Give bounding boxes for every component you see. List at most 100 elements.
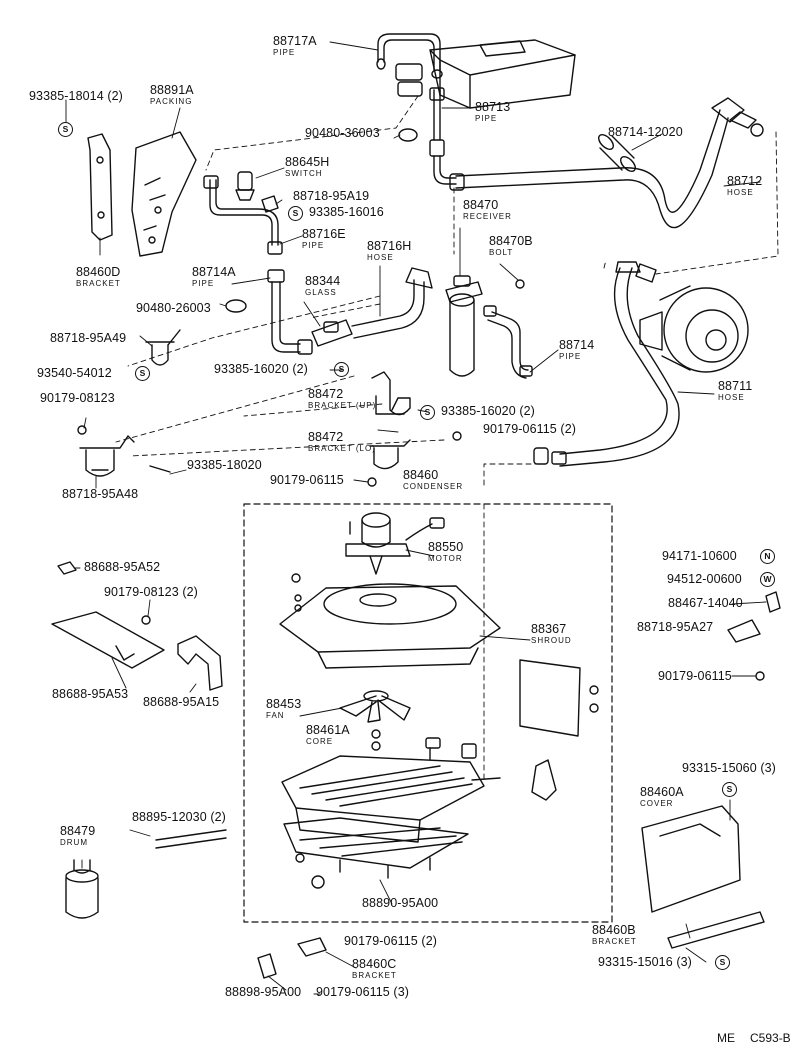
part-number: 88712: [727, 174, 763, 188]
label-88714: 88714 PIPE: [559, 338, 594, 362]
part-number: 88717A: [273, 34, 317, 48]
part-number: 90179-06115 (2): [483, 422, 577, 436]
bolt-88470b: [515, 279, 525, 289]
part-number: 88716H: [367, 239, 412, 253]
label-88891a: 88891A PACKING: [150, 83, 194, 107]
label-88367: 88367 SHROUD: [531, 622, 572, 646]
clamp-88718-95a48: [79, 435, 135, 477]
part-number: 88344: [305, 274, 341, 288]
part-caption: BRACKET: [76, 279, 121, 289]
grill-88890-95a00: [283, 817, 469, 879]
label-88479: 88479 DRUM: [60, 824, 95, 848]
label-88550: 88550 MOTOR: [428, 540, 463, 564]
part-number: 88688-95A52: [84, 560, 161, 574]
part-caption: RECEIVER: [463, 212, 512, 222]
part-number: 90179-06115 (2): [344, 934, 438, 948]
pipe-88716e: [203, 175, 283, 255]
part-caption: GLASS: [305, 288, 337, 298]
nut-90179-06115-c: [755, 671, 765, 681]
part-number: 93385-16020 (2): [214, 362, 308, 376]
label-93315-15060: 93315-15060 (3): [682, 761, 776, 775]
receiver-88470: [445, 275, 483, 377]
hose-88711: [533, 261, 680, 467]
label-93315-15016: 93315-15016 (3): [598, 955, 692, 969]
part-caption: PIPE: [475, 114, 498, 124]
part-caption: BRACKET: [352, 971, 397, 981]
part-caption: COVER: [640, 799, 674, 809]
label-90179-06115-3: 90179-06115 (3): [316, 985, 410, 999]
part-caption: FAN: [266, 711, 285, 721]
part-number: 88460B: [592, 923, 636, 937]
fan-88453: [339, 690, 411, 723]
small-fasteners: [291, 573, 599, 889]
s-symbol-icon: S: [334, 362, 349, 377]
part-number: 94512-00600: [667, 572, 742, 586]
label-88344: 88344 GLASS: [305, 274, 341, 298]
label-93385-16016: 93385-16016: [309, 205, 384, 219]
part-caption: HOSE: [718, 393, 745, 403]
label-88467-14040: 88467-14040: [668, 596, 743, 610]
part-caption: SHROUD: [531, 636, 572, 646]
part-number: 94171-10600: [662, 549, 737, 563]
part-88714-12020: [598, 134, 636, 172]
nut-90179-08123: [77, 425, 87, 435]
bracket-88460b: [667, 911, 765, 949]
part-number: 88472: [308, 387, 344, 401]
part-number: 93315-15016 (3): [598, 955, 692, 969]
compressor: [639, 285, 749, 373]
part-caption: CORE: [306, 737, 334, 747]
part-number: 88716E: [302, 227, 346, 241]
part-number: 88714-12020: [608, 125, 683, 139]
part-number: 88470B: [489, 234, 533, 248]
label-93385-16020-a: 93385-16020 (2): [214, 362, 308, 376]
part-number: 88718-95A48: [62, 487, 139, 501]
part-caption: HOSE: [727, 188, 754, 198]
part-number: 90480-26003: [136, 301, 211, 315]
label-93385-16020-b: 93385-16020 (2): [441, 404, 535, 418]
s-symbol-icon: S: [722, 782, 737, 797]
drum-88479: [65, 859, 99, 919]
evaporator-unit: [395, 39, 576, 109]
label-90179-08123: 90179-08123: [40, 391, 115, 405]
n-symbol-icon: N: [760, 549, 775, 564]
footer-code-left: ME: [717, 1031, 735, 1045]
label-88460d: 88460D BRACKET: [76, 265, 121, 289]
label-88460: 88460 CONDENSER: [403, 468, 463, 492]
part-number: 88713: [475, 100, 511, 114]
label-88470: 88470 RECEIVER: [463, 198, 512, 222]
label-88460a: 88460A COVER: [640, 785, 684, 809]
part-caption: BRACKET (UP): [308, 401, 377, 411]
s-symbol-icon: S: [135, 366, 150, 381]
cover-88460a: [641, 805, 741, 913]
part-caption: DRUM: [60, 838, 88, 848]
label-88717a: 88717A PIPE: [273, 34, 317, 58]
label-88688-95a52: 88688-95A52: [84, 560, 161, 574]
label-93540-54012: 93540-54012: [37, 366, 112, 380]
label-88711: 88711 HOSE: [718, 379, 752, 403]
part-number: 90480-36003: [305, 126, 380, 140]
part-number: 93385-18014 (2): [29, 89, 123, 103]
label-88461a: 88461A CORE: [306, 723, 350, 747]
nut-90179-06115-b: [367, 477, 377, 487]
label-88688-95a53: 88688-95A53: [52, 687, 128, 701]
part-number: 88714A: [192, 265, 236, 279]
switch-88645h: [235, 171, 255, 201]
part-number: 90179-06115: [270, 473, 344, 487]
part-number: 88460D: [76, 265, 121, 279]
part-caption: PIPE: [192, 279, 215, 289]
label-88890-95a00: 88890-95A00: [362, 896, 438, 910]
part-number: 90179-06115 (3): [316, 985, 410, 999]
part-number: 93315-15060 (3): [682, 761, 776, 775]
clamp-88718-95a49: [145, 329, 181, 366]
shroud-88367: [279, 583, 501, 669]
packing-88891a: [131, 131, 197, 257]
pipe-88717a: [376, 33, 443, 79]
label-88712: 88712 HOSE: [727, 174, 763, 198]
clamp-88718-95a19: [261, 195, 279, 213]
s-symbol-icon: S: [715, 955, 730, 970]
part-number: 90179-06115: [658, 669, 732, 683]
part-caption: SWITCH: [285, 169, 323, 179]
part-number: 93385-18020: [187, 458, 262, 472]
part-number: 88718-95A19: [293, 189, 370, 203]
relay-parts: [461, 743, 557, 801]
